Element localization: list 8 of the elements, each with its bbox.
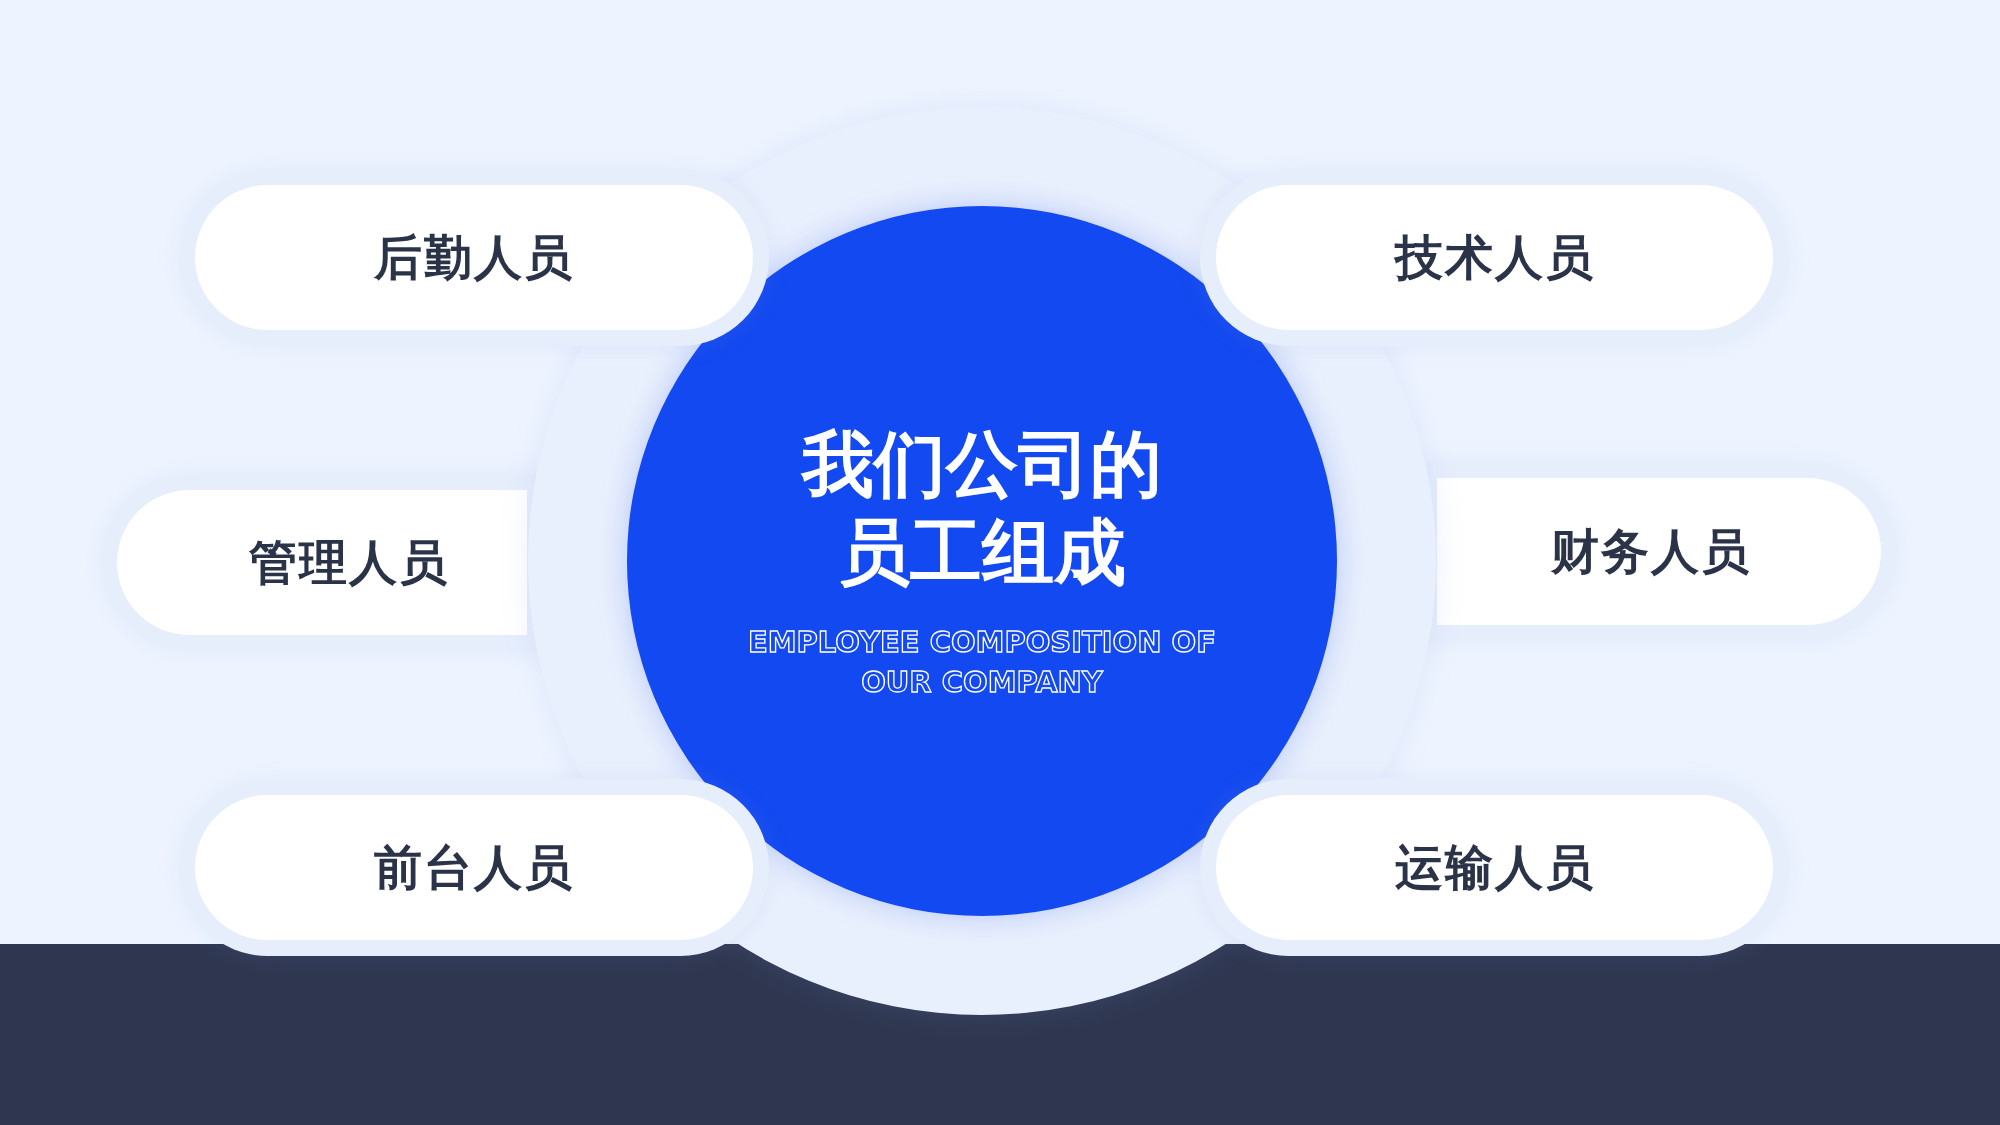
heading-text: 我们公司的员工组成 (800, 421, 1163, 596)
node-label: 后勤人员 (374, 227, 574, 287)
subtitle-text: EMPLOYEE COMPOSITION OF OUR COMPANY (746, 624, 1218, 701)
node-label: 财务人员 (1551, 521, 1751, 581)
node-label: 技术人员 (1394, 227, 1595, 287)
node-label: 管理人员 (249, 532, 449, 592)
node-label: 运输人员 (1394, 837, 1595, 897)
node-label: 前台人员 (374, 837, 574, 897)
